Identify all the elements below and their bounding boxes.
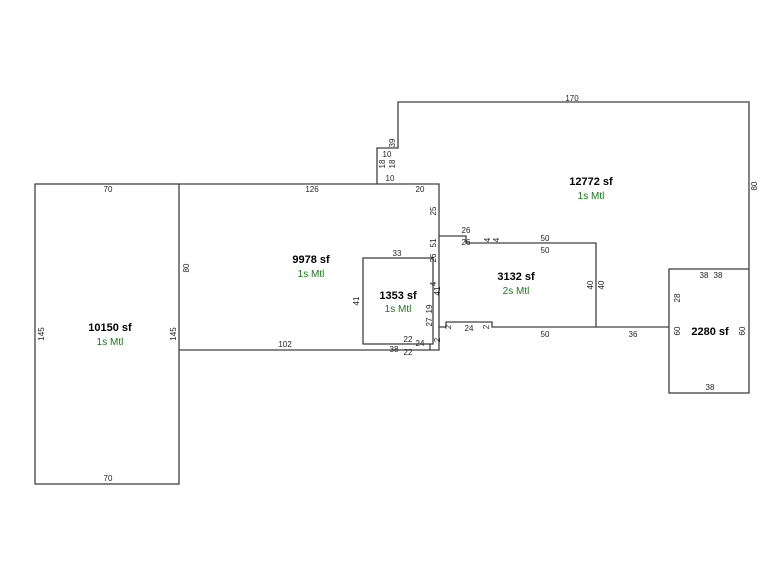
dim-label: 26 (429, 253, 438, 262)
dim-label: 170 (565, 94, 579, 103)
dim-label: 27 (425, 317, 434, 326)
section-area-label: 10150 sf (88, 322, 132, 334)
dim-label: 50 (541, 234, 550, 243)
dim-label: 51 (429, 238, 438, 247)
section-2280-outline (668, 268, 750, 394)
dim-label: 50 (541, 330, 550, 339)
section-area-label: 2280 sf (691, 326, 729, 338)
dim-label: 70 (104, 185, 113, 194)
dim-label: 33 (393, 249, 402, 258)
dim-label: 22 (404, 335, 413, 344)
section-area-label: 9978 sf (292, 254, 330, 266)
dim-label: 22 (404, 348, 413, 357)
dim-label: 4 (492, 237, 501, 242)
section-10150-outline (34, 183, 180, 485)
dimension-labels: 70 70 145 145 126 20 80 102 33 41 22 24 … (37, 94, 759, 483)
dim-label: 10 (383, 150, 392, 159)
dim-label: 38 (700, 271, 709, 280)
dim-label: 4 (429, 281, 438, 286)
dim-label: 145 (169, 327, 178, 341)
section-3132-bottom (439, 321, 669, 328)
section-3132-top (439, 235, 597, 327)
dim-label: 26 (462, 226, 471, 235)
dim-label: 18 (378, 159, 387, 168)
section-use-label: 1s Mtl (578, 191, 605, 202)
dim-label: 28 (673, 293, 682, 302)
section-use-label: 2s Mtl (503, 286, 530, 297)
dim-label: 24 (416, 339, 425, 348)
dim-label: 60 (673, 326, 682, 335)
dim-label: 20 (416, 185, 425, 194)
dim-label: 70 (104, 474, 113, 483)
section-1353-outline (362, 257, 434, 345)
dim-label: 2 (482, 324, 491, 329)
area-labels: 10150 sf 1s Mtl 9978 sf 1s Mtl 1353 sf 1… (88, 176, 729, 348)
section-area-label: 12772 sf (569, 176, 613, 188)
dim-label: 40 (586, 280, 595, 289)
dim-label: 102 (278, 340, 292, 349)
dim-label: 80 (750, 181, 759, 190)
dim-label: 18 (388, 159, 397, 168)
section-area-label: 3132 sf (497, 271, 535, 283)
section-use-label: 1s Mtl (97, 337, 124, 348)
dim-label: 38 (706, 383, 715, 392)
dim-label: 126 (305, 185, 319, 194)
dim-label: 26 (462, 238, 471, 247)
dim-label: 80 (182, 263, 191, 272)
dim-label: 10 (386, 174, 395, 183)
dim-label: 41 (352, 296, 361, 305)
dim-label: 38 (714, 271, 723, 280)
section-outlines (34, 101, 750, 485)
section-use-label: 1s Mtl (298, 269, 325, 280)
dim-label: 24 (465, 324, 474, 333)
section-use-label: 1s Mtl (385, 304, 412, 315)
dim-label: 145 (37, 327, 46, 341)
dim-label: 2 (433, 337, 442, 342)
section-9978-outline (179, 183, 440, 351)
dim-label: 41 (433, 286, 442, 295)
dim-label: 39 (388, 138, 397, 147)
dim-label: 40 (597, 280, 606, 289)
dim-label: 2 (444, 324, 453, 329)
section-12772-outline (376, 101, 750, 269)
dim-label: 19 (425, 304, 434, 313)
dim-label: 4 (483, 237, 492, 242)
dim-label: 38 (390, 345, 399, 354)
section-area-label: 1353 sf (379, 290, 417, 302)
dim-label: 25 (429, 206, 438, 215)
dim-label: 36 (629, 330, 638, 339)
dim-label: 50 (541, 246, 550, 255)
dim-label: 60 (738, 326, 747, 335)
